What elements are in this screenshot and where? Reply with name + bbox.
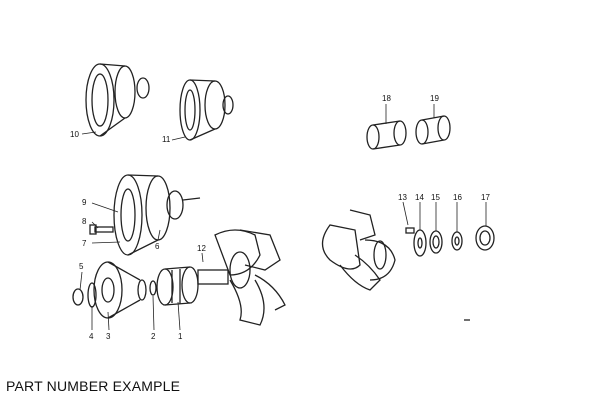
callout-14: 14 <box>415 193 424 202</box>
caption: PART NUMBER EXAMPLE <box>6 378 181 394</box>
callout-3: 3 <box>106 332 111 341</box>
crankshaft <box>197 229 286 326</box>
exploded-parts-diagram: 1 2 3 4 5 6 7 8 9 10 11 12 13 14 15 16 1… <box>70 63 495 341</box>
part-9-pulley <box>113 174 201 256</box>
callout-5: 5 <box>79 262 84 271</box>
part-5-4-3-cone-assembly <box>72 261 147 319</box>
callout-7: 7 <box>82 239 87 248</box>
parts-13-17 <box>405 225 495 321</box>
callout-11: 11 <box>162 135 171 144</box>
callout-4: 4 <box>89 332 94 341</box>
callout-9: 9 <box>82 198 87 207</box>
callout-2: 2 <box>151 332 156 341</box>
callout-1: 1 <box>178 332 183 341</box>
part-1-2-gear <box>149 266 199 306</box>
callouts <box>79 104 487 331</box>
callout-6: 6 <box>155 242 160 251</box>
callout-labels: 1 2 3 4 5 6 7 8 9 10 11 12 13 14 15 16 1… <box>70 94 490 341</box>
part-19-bearing <box>415 115 451 145</box>
part-18-bushing <box>366 120 407 150</box>
part-10-pulley <box>85 63 150 137</box>
part-drawings <box>72 63 495 326</box>
callout-17: 17 <box>481 193 490 202</box>
callout-19: 19 <box>430 94 439 103</box>
callout-18: 18 <box>382 94 391 103</box>
part-11-hub <box>179 79 234 141</box>
crankshaft-section <box>321 209 396 291</box>
callout-10: 10 <box>70 130 79 139</box>
callout-16: 16 <box>453 193 462 202</box>
callout-8: 8 <box>82 217 87 226</box>
callout-12: 12 <box>197 244 206 253</box>
part-8-bolt <box>89 224 114 235</box>
callout-15: 15 <box>431 193 440 202</box>
callout-13: 13 <box>398 193 407 202</box>
